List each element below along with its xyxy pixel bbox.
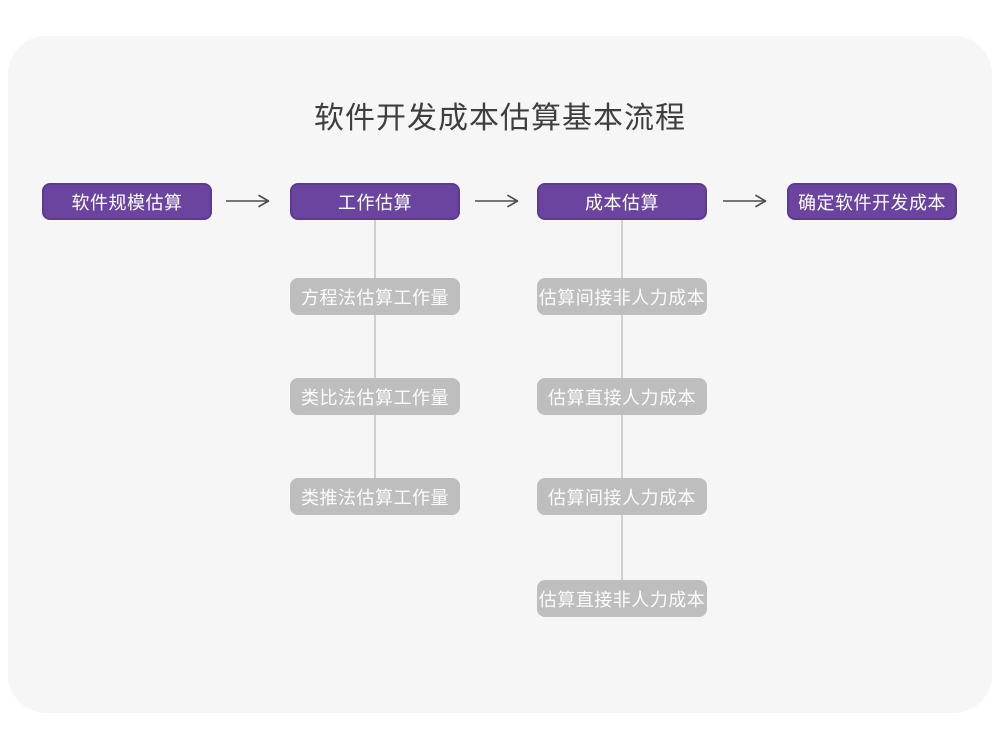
sub-node-label: 估算直接人力成本 xyxy=(548,387,696,408)
sub-node-label: 类推法估算工作量 xyxy=(301,487,449,508)
flow-node-label: 成本估算 xyxy=(585,192,659,213)
sub-node-label: 估算直接非人力成本 xyxy=(538,589,706,610)
flow-node-label: 确定软件开发成本 xyxy=(798,192,946,213)
sub-node-indirect-labor-cost: 估算间接人力成本 xyxy=(537,478,707,515)
flow-node-label: 工作估算 xyxy=(338,192,412,213)
arrow-right-icon xyxy=(225,193,273,209)
sub-node-label: 估算间接非人力成本 xyxy=(538,287,706,308)
arrow-right-icon xyxy=(474,193,522,209)
flow-node-label: 软件规模估算 xyxy=(71,192,183,213)
diagram-title: 软件开发成本估算基本流程 xyxy=(314,102,686,135)
diagram-canvas xyxy=(8,36,992,713)
flow-node-software-size-estimation: 软件规模估算 xyxy=(42,183,212,220)
flow-node-determine-dev-cost: 确定软件开发成本 xyxy=(787,183,957,220)
sub-node-label: 估算间接人力成本 xyxy=(548,487,696,508)
sub-node-direct-labor-cost: 估算直接人力成本 xyxy=(537,378,707,415)
sub-node-equation-method: 方程法估算工作量 xyxy=(290,278,460,315)
sub-node-extrapolation-method: 类推法估算工作量 xyxy=(290,478,460,515)
sub-node-label: 类比法估算工作量 xyxy=(301,387,449,408)
sub-node-label: 方程法估算工作量 xyxy=(301,287,449,308)
arrow-right-icon xyxy=(722,193,770,209)
connector-work-column xyxy=(374,219,376,480)
sub-node-indirect-nonlabor-cost: 估算间接非人力成本 xyxy=(537,278,707,315)
flow-node-cost-estimation: 成本估算 xyxy=(537,183,707,220)
sub-node-analogy-method: 类比法估算工作量 xyxy=(290,378,460,415)
sub-node-direct-nonlabor-cost: 估算直接非人力成本 xyxy=(537,580,707,617)
flow-node-work-estimation: 工作估算 xyxy=(290,183,460,220)
